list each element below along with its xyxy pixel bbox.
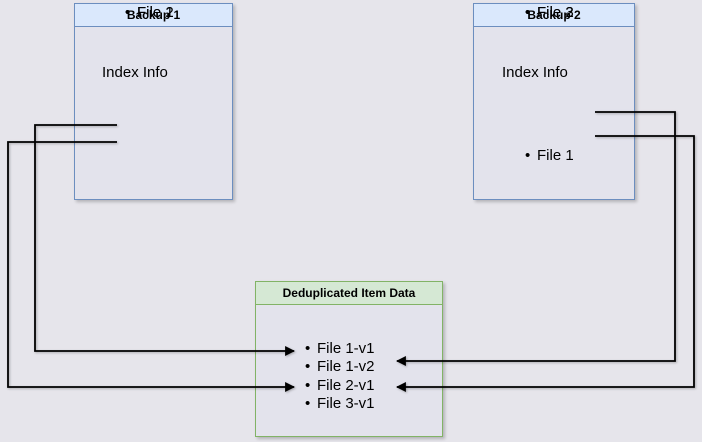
backup1-file-item: • File 2 <box>125 4 174 22</box>
bullet-icon: • <box>525 147 531 164</box>
dedup-box: Deduplicated Item Data • File 1-v1 • Fil… <box>255 281 443 437</box>
backup2-index-info-label: Index Info <box>502 64 568 81</box>
dedup-file1v1-label: File 1-v1 <box>317 340 375 357</box>
dedup-item: • File 1-v1 <box>305 340 375 358</box>
bullet-icon: • <box>305 358 311 375</box>
bullet-icon: • <box>525 4 531 21</box>
bullet-icon: • <box>125 4 131 21</box>
dedup-item: • File 1-v2 <box>305 358 375 376</box>
bullet-icon: • <box>525 4 531 21</box>
backup2-file-item: • File 2 <box>525 4 574 22</box>
dedup-item: • File 3-v1 <box>305 395 375 413</box>
bullet-icon: • <box>305 395 311 412</box>
backup1-title: Backup 1 <box>75 4 232 27</box>
dedup-file1v2-label: File 1-v2 <box>317 358 375 375</box>
bullet-icon: • <box>125 4 131 21</box>
backup1-file2-label: File 2 <box>137 4 174 21</box>
dedup-file3v1-label: File 3-v1 <box>317 395 375 412</box>
backup2-file-item: • File 3 <box>525 4 574 22</box>
backup2-title: Backup 2 <box>474 4 634 27</box>
backup2-file2-label: File 2 <box>537 4 574 21</box>
bullet-icon: • <box>305 340 311 357</box>
backup1-file1-label: File 1 <box>137 4 174 21</box>
backup1-file-item: • File 1 <box>125 4 174 22</box>
backup1-box: Backup 1 Index Info • File 1 • File 2 <box>74 3 233 200</box>
bullet-icon: • <box>305 377 311 394</box>
dedup-file2v1-label: File 2-v1 <box>317 377 375 394</box>
dedup-title: Deduplicated Item Data <box>256 282 442 305</box>
backup1-index-info-label: Index Info <box>102 64 168 81</box>
backup2-file3-label: File 3 <box>537 4 574 21</box>
backup2-file-item: • File 1 <box>525 147 574 165</box>
backup2-file1-label: File 1 <box>537 147 574 164</box>
backup2-box: Backup 2 Index Info • File 1 • File 2 • … <box>473 3 635 200</box>
dedup-item: • File 2-v1 <box>305 377 375 395</box>
